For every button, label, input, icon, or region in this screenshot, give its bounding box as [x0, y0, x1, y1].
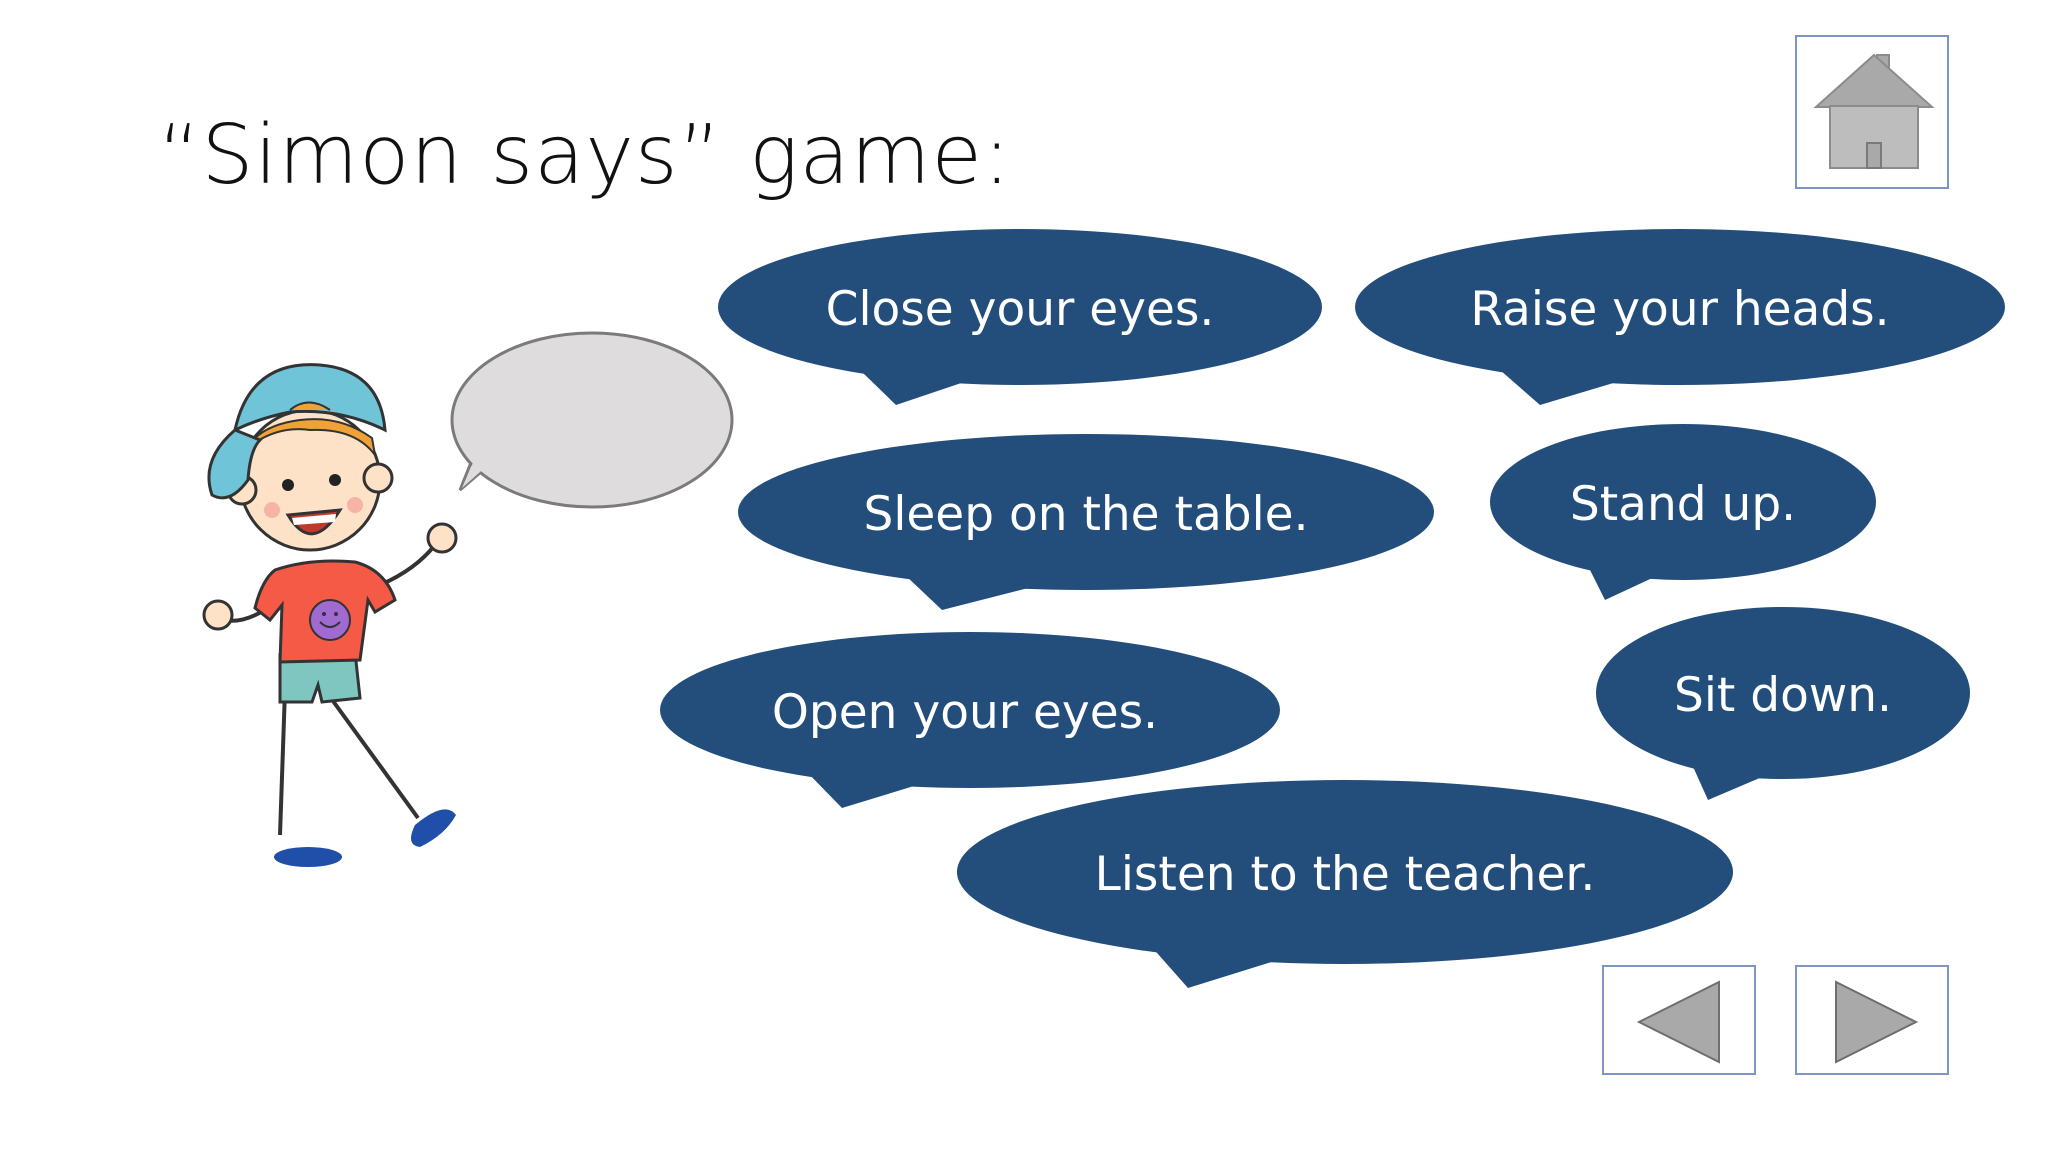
bubble-sleep-table[interactable]: Sleep on the table.: [738, 434, 1434, 610]
bubble-stand-up[interactable]: Stand up.: [1490, 424, 1876, 600]
triangle-left-icon: [1636, 980, 1720, 1064]
bubble-label: Sleep on the table.: [863, 487, 1308, 542]
bubble-label: Listen to the teacher.: [1095, 847, 1596, 902]
bubble-label: Stand up.: [1570, 477, 1796, 532]
bubble-label: Close your eyes.: [826, 282, 1215, 337]
triangle-right-icon: [1835, 980, 1919, 1064]
bubble-close-eyes[interactable]: Close your eyes.: [718, 229, 1322, 405]
bubble-open-eyes[interactable]: Open your eyes.: [660, 632, 1280, 808]
boy-illustration: [202, 363, 458, 867]
slide-title: “Simon says” game:: [158, 108, 1012, 203]
previous-button[interactable]: [1602, 965, 1756, 1075]
bubble-label: Raise your heads.: [1470, 282, 1889, 337]
home-icon: [1813, 53, 1935, 169]
bubble-raise-heads[interactable]: Raise your heads.: [1355, 229, 2005, 405]
next-button[interactable]: [1795, 965, 1949, 1075]
bubble-label: Open your eyes.: [772, 685, 1158, 740]
bubble-sit-down[interactable]: Sit down.: [1596, 607, 1970, 800]
bubble-label: Sit down.: [1674, 668, 1892, 723]
home-button[interactable]: [1795, 35, 1949, 189]
empty-speech-bubble: [450, 331, 734, 509]
bubble-listen-teacher[interactable]: Listen to the teacher.: [957, 780, 1733, 988]
